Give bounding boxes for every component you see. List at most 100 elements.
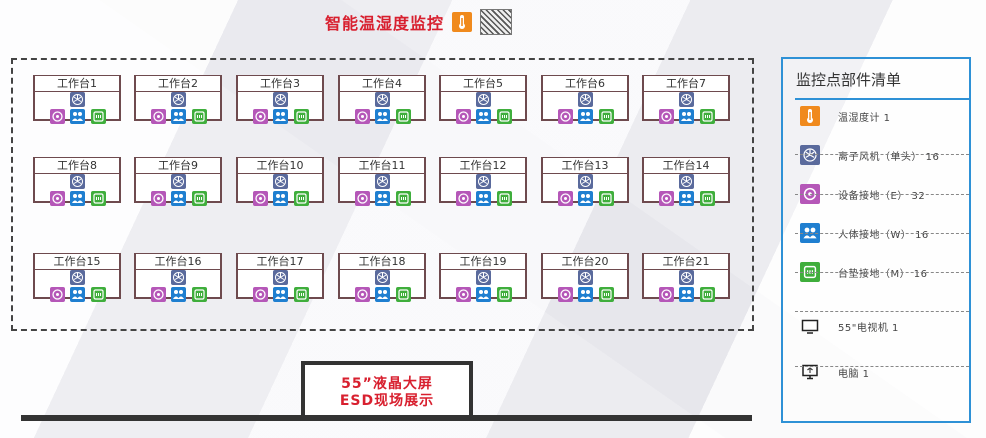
person-ground-icon (578, 287, 593, 302)
equipment-ground-icon (50, 287, 65, 302)
ion-fan-icon (578, 92, 593, 107)
legend-title-underline (795, 98, 969, 100)
legend-title: 监控点部件清单 (796, 71, 902, 89)
ion-fan-icon (171, 92, 186, 107)
workbench[interactable]: 工作台19 (439, 253, 527, 302)
workbench-label: 工作台3 (238, 76, 322, 92)
page-title: 智能温湿度监控 (325, 14, 445, 33)
lcd-screen-stage: 55”液晶大屏 ESD现场展示 (301, 361, 473, 415)
workbench[interactable]: 工作台17 (236, 253, 324, 302)
workbench-label: 工作台10 (238, 158, 322, 174)
person-ground-icon (70, 191, 85, 206)
workbench-label: 工作台11 (340, 158, 424, 174)
person-ground-icon (273, 191, 288, 206)
legend-separator (795, 154, 969, 155)
legend-item-label: 台垫接地（M） 16 (838, 268, 928, 280)
workbench[interactable]: 工作台6 (541, 75, 629, 124)
mat-ground-icon (91, 109, 106, 124)
workbench[interactable]: 工作台12 (439, 157, 527, 206)
workbench[interactable]: 工作台16 (134, 253, 222, 302)
workbench-label: 工作台14 (644, 158, 728, 174)
mat-ground-icon (700, 287, 715, 302)
legend-item-label: 设备接地（E） 32 (838, 190, 926, 202)
workbench-label: 工作台16 (136, 254, 220, 270)
ion-fan-icon (578, 174, 593, 189)
workbench[interactable]: 工作台2 (134, 75, 222, 124)
ion-fan-icon (273, 174, 288, 189)
person-ground-icon (375, 109, 390, 124)
ion-fan-icon (70, 92, 85, 107)
thermometer-icon (800, 106, 820, 126)
workbench[interactable]: 工作台18 (338, 253, 426, 302)
workbench[interactable]: 工作台21 (642, 253, 730, 302)
ion-fan-icon (679, 92, 694, 107)
person-ground-icon (171, 287, 186, 302)
legend-item: 人体接地（W） 16 (800, 214, 968, 252)
workbench[interactable]: 工作台15 (33, 253, 121, 302)
mat-ground-icon (294, 287, 309, 302)
ion-fan-icon (476, 92, 491, 107)
legend-item-label: 温湿度计 1 (838, 112, 891, 124)
workbench-label: 工作台15 (35, 254, 119, 270)
mat-ground-icon (396, 287, 411, 302)
workbench[interactable]: 工作台13 (541, 157, 629, 206)
workbench-label: 工作台20 (543, 254, 627, 270)
legend-item: 55"电视机 1 (800, 307, 968, 345)
legend-item: 离子风机（单头） 16 (800, 136, 968, 174)
workbench[interactable]: 工作台7 (642, 75, 730, 124)
ion-fan-icon (800, 145, 820, 165)
mat-ground-icon (91, 191, 106, 206)
equipment-ground-icon (151, 109, 166, 124)
legend-separator (795, 311, 969, 312)
ion-fan-icon (375, 92, 390, 107)
person-ground-icon (70, 287, 85, 302)
mat-ground-icon (497, 287, 512, 302)
legend-item-label: 人体接地（W） 16 (838, 229, 929, 241)
workbench[interactable]: 工作台5 (439, 75, 527, 124)
ion-fan-icon (273, 92, 288, 107)
legend-separator (795, 194, 969, 195)
person-ground-icon (578, 191, 593, 206)
equipment-ground-icon (151, 191, 166, 206)
mat-ground-icon (599, 109, 614, 124)
ion-fan-icon (70, 174, 85, 189)
workbench[interactable]: 工作台8 (33, 157, 121, 206)
mat-ground-icon (192, 191, 207, 206)
workbench[interactable]: 工作台9 (134, 157, 222, 206)
equipment-ground-icon (558, 191, 573, 206)
equipment-ground-icon (355, 191, 370, 206)
mat-ground-icon (294, 191, 309, 206)
person-ground-icon (476, 109, 491, 124)
mat-ground-icon (294, 109, 309, 124)
mat-ground-icon (396, 191, 411, 206)
ion-fan-icon (273, 270, 288, 285)
workbench[interactable]: 工作台20 (541, 253, 629, 302)
workbench-label: 工作台1 (35, 76, 119, 92)
workbench-label: 工作台8 (35, 158, 119, 174)
equipment-ground-icon (659, 191, 674, 206)
person-ground-icon (800, 223, 820, 243)
workbench[interactable]: 工作台4 (338, 75, 426, 124)
legend-separator (795, 233, 969, 234)
equipment-ground-icon (50, 109, 65, 124)
workbench[interactable]: 工作台1 (33, 75, 121, 124)
person-ground-icon (375, 287, 390, 302)
hatched-placeholder (480, 9, 513, 35)
equipment-ground-icon (456, 191, 471, 206)
mat-ground-icon (192, 287, 207, 302)
workbench[interactable]: 工作台3 (236, 75, 324, 124)
person-ground-icon (273, 109, 288, 124)
legend-item-label: 离子风机（单头） 16 (838, 151, 940, 163)
workbench[interactable]: 工作台10 (236, 157, 324, 206)
mat-ground-icon (192, 109, 207, 124)
mat-ground-icon (91, 287, 106, 302)
workbench-label: 工作台19 (441, 254, 525, 270)
workbench-label: 工作台12 (441, 158, 525, 174)
ion-fan-icon (476, 174, 491, 189)
workbench[interactable]: 工作台14 (642, 157, 730, 206)
workbench[interactable]: 工作台11 (338, 157, 426, 206)
equipment-ground-icon (253, 287, 268, 302)
ion-fan-icon (375, 270, 390, 285)
equipment-ground-icon (355, 109, 370, 124)
